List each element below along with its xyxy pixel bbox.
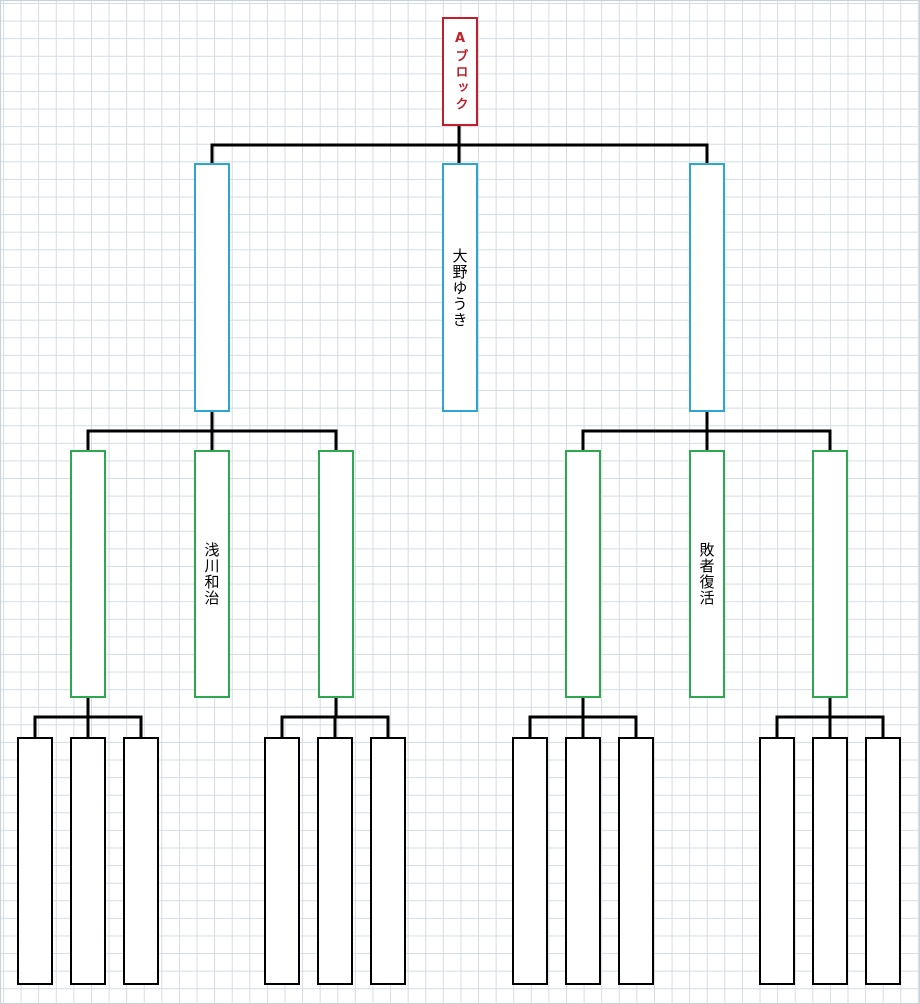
round2-node-4	[565, 450, 601, 698]
round2-label: 敗者復活	[697, 542, 716, 606]
round1-node-3	[689, 163, 725, 412]
leaf-node-3	[123, 737, 159, 985]
leaf-node-5	[317, 737, 353, 985]
leaf-node-10	[759, 737, 795, 985]
leaf-node-1	[17, 737, 53, 985]
leaf-node-7	[512, 737, 548, 985]
connector-r1-right	[581, 410, 832, 452]
leaf-node-9	[618, 737, 654, 985]
root-label: Aブロック	[452, 30, 468, 113]
leaf-node-6	[370, 737, 406, 985]
round2-label: 浅川和治	[202, 542, 221, 606]
round2-node-5: 敗者復活	[689, 450, 725, 698]
round2-node-6	[812, 450, 848, 698]
leaf-node-4	[264, 737, 300, 985]
connector-r2-4	[528, 696, 638, 739]
connector-r2-1	[33, 696, 143, 739]
leaf-node-2	[70, 737, 106, 985]
round1-node-1	[194, 163, 230, 412]
round1-label: 大野ゆうき	[450, 247, 469, 328]
connector-r1-left	[86, 410, 338, 452]
leaf-node-12	[865, 737, 901, 985]
root-node: Aブロック	[442, 17, 478, 126]
leaf-node-8	[565, 737, 601, 985]
connector-root	[210, 124, 709, 165]
connector-r2-3	[280, 696, 390, 739]
leaf-node-11	[812, 737, 848, 985]
connector-r2-6	[775, 696, 885, 739]
round2-node-2: 浅川和治	[194, 450, 230, 698]
round2-node-3	[318, 450, 354, 698]
round2-node-1	[70, 450, 106, 698]
round1-node-2: 大野ゆうき	[442, 163, 478, 412]
